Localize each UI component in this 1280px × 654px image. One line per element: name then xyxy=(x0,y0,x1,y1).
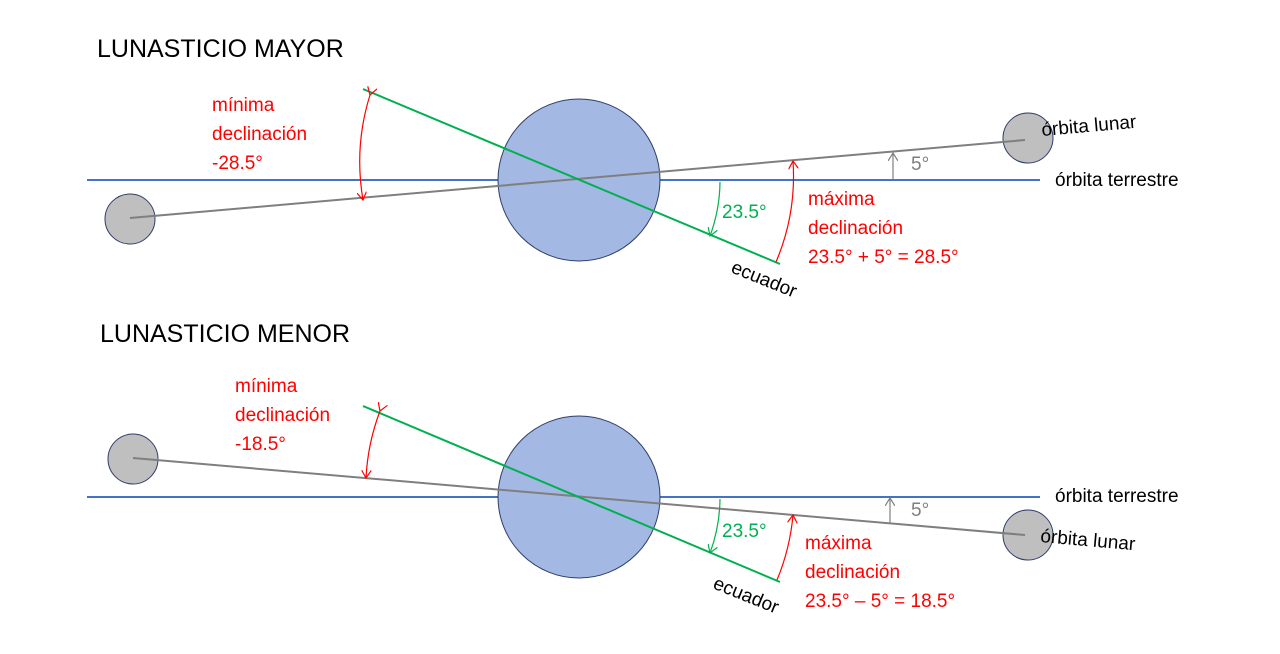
major-lunastice-panel: LUNASTICIO MAYOR mínima declinación -28.… xyxy=(87,35,1179,303)
minor-lunastice-panel: LUNASTICIO MENOR mínima declinación -18.… xyxy=(87,320,1179,619)
tilt-angle-label: 23.5° xyxy=(722,202,767,223)
moon-orbit-label: órbita lunar xyxy=(1040,526,1137,555)
equator-label: ecuador xyxy=(710,573,782,618)
max-label-1: máxima xyxy=(805,533,872,554)
min-label-1: mínima xyxy=(212,95,275,116)
min-value: -18.5° xyxy=(235,434,286,455)
max-declination-arc xyxy=(775,161,794,263)
equator-label: ecuador xyxy=(728,257,800,302)
earth-orbit-label: órbita terrestre xyxy=(1055,486,1179,507)
min-label-2: declinación xyxy=(235,405,330,426)
orbit-angle-label: 5° xyxy=(911,154,929,175)
orbit-angle-label: 5° xyxy=(911,500,929,521)
earth-orbit-label: órbita terrestre xyxy=(1055,170,1179,191)
min-label-2: declinación xyxy=(212,124,307,145)
min-declination-arc xyxy=(366,411,380,478)
moon-right xyxy=(1002,509,1054,561)
minor-title: LUNASTICIO MENOR xyxy=(100,320,350,348)
max-label-2: declinación xyxy=(805,562,900,583)
moon-left xyxy=(104,193,156,245)
tilt-angle-label: 23.5° xyxy=(722,521,767,542)
max-label-2: declinación xyxy=(808,218,903,239)
min-declination-arc xyxy=(360,95,370,200)
tilt-arc xyxy=(710,498,721,553)
min-value: -28.5° xyxy=(212,153,263,174)
moon-orbit-label: órbita lunar xyxy=(1041,112,1138,141)
major-title: LUNASTICIO MAYOR xyxy=(97,35,344,63)
moon-right xyxy=(1002,112,1054,164)
min-label-1: mínima xyxy=(235,376,298,397)
max-formula: 23.5° + 5° = 28.5° xyxy=(808,247,959,268)
max-declination-arc xyxy=(776,515,793,581)
max-label-1: máxima xyxy=(808,189,875,210)
tilt-arc xyxy=(710,181,721,236)
max-formula: 23.5° – 5° = 18.5° xyxy=(805,591,955,612)
